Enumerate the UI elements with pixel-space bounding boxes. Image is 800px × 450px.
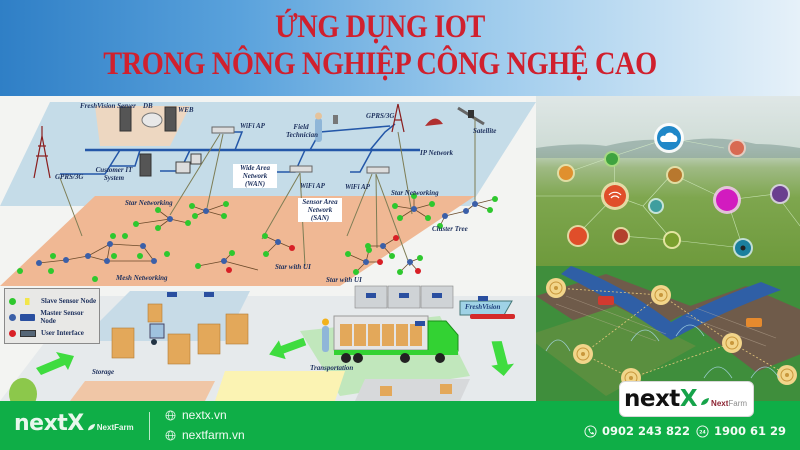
label-star-with-ui-2: Star with UI xyxy=(326,276,362,284)
title-line-1: ỨNG DỤNG IOT xyxy=(275,9,485,45)
label-star-networking-2: Star Networking xyxy=(391,189,439,197)
smart-farm-illustration xyxy=(536,266,800,401)
label-web: WEB xyxy=(178,106,194,114)
smart-farm-graphics xyxy=(536,266,800,401)
label-wifi-ap-3: WiFi AP xyxy=(345,183,370,191)
diagram-graphics xyxy=(0,102,536,401)
website-link-nextfarm[interactable]: nextfarm.vn xyxy=(165,428,245,442)
globe-icon xyxy=(165,430,176,440)
badge-subname: NextFarm xyxy=(711,398,748,408)
phone-mobile[interactable]: 0902 243 822 xyxy=(584,424,690,438)
leaf-icon xyxy=(87,423,95,431)
footer-divider xyxy=(149,412,150,440)
ui-node-dot-icon xyxy=(9,329,16,337)
label-wifi-ap-1: WiFi AP xyxy=(240,122,265,130)
label-db: DB xyxy=(143,102,153,110)
globe-icon xyxy=(165,410,176,420)
slave-node-dot-icon xyxy=(9,297,16,305)
label-star-with-ui-1: Star with UI xyxy=(275,263,311,271)
legend-item-ui: User Interface xyxy=(9,327,84,339)
label-san: Sensor Area Network (SAN) xyxy=(298,198,342,222)
label-transportation: Transportation xyxy=(310,364,354,372)
legend-item-slave: Slave Sensor Node xyxy=(9,295,96,307)
leaf-icon xyxy=(701,398,710,405)
display-icon xyxy=(20,329,36,337)
iot-farmland-photo xyxy=(536,96,800,266)
label-mesh-networking: Mesh Networking xyxy=(116,274,168,282)
label-star-networking-1: Star Networking xyxy=(125,199,173,207)
nextx-logo-badge: nextX NextFarm xyxy=(619,381,754,417)
website-link-nextx[interactable]: nextx.vn xyxy=(165,408,227,422)
label-customer-it: Customer IT System xyxy=(95,166,133,182)
label-wan: Wide Area Network (WAN) xyxy=(233,164,277,188)
footer-brand-logo[interactable]: nextX NextFarm xyxy=(14,413,134,435)
title-line-2: TRONG NÔNG NGHIỆP CÔNG NGHỆ CAO xyxy=(103,46,657,82)
brand-name: nextX xyxy=(14,411,84,436)
brand-subname: NextFarm xyxy=(96,423,134,432)
label-wifi-ap-2: WiFi AP xyxy=(300,182,325,190)
label-satellite: Satellite xyxy=(473,127,497,135)
iot-icons-overlay xyxy=(536,123,800,258)
label-gprs-left: GPRS/3G xyxy=(55,173,84,181)
router-icon xyxy=(19,313,36,321)
label-freshvision-server: FreshVision Server xyxy=(80,102,136,110)
badge-brand-name: nextX xyxy=(624,386,698,412)
label-field-technician: Field Technician xyxy=(286,123,319,139)
label-gprs-right: GPRS/3G xyxy=(366,112,395,120)
iot-network-diagram: FreshVision Server DB WEB GPRS/3G Custom… xyxy=(0,96,536,401)
diagram-legend: Slave Sensor Node Master Sensor Node Use… xyxy=(4,288,100,344)
header-banner: ỨNG DỤNG IOT TRONG NÔNG NGHIỆP CÔNG NGHỆ… xyxy=(0,0,800,96)
phone-icon xyxy=(584,424,597,438)
master-node-dot-icon xyxy=(9,313,16,321)
label-ip-network: IP Network xyxy=(420,149,453,157)
label-truck-brand: FreshVision xyxy=(465,303,501,311)
hotline-24h-icon: 24 xyxy=(696,424,709,438)
svg-text:24: 24 xyxy=(699,429,705,435)
sensor-icon xyxy=(20,297,36,305)
legend-item-master: Master Sensor Node xyxy=(9,309,99,325)
label-storage: Storage xyxy=(92,368,115,376)
label-cluster-tree: Cluster Tree xyxy=(432,225,468,233)
phone-hotline[interactable]: 24 1900 61 29 xyxy=(696,424,786,438)
